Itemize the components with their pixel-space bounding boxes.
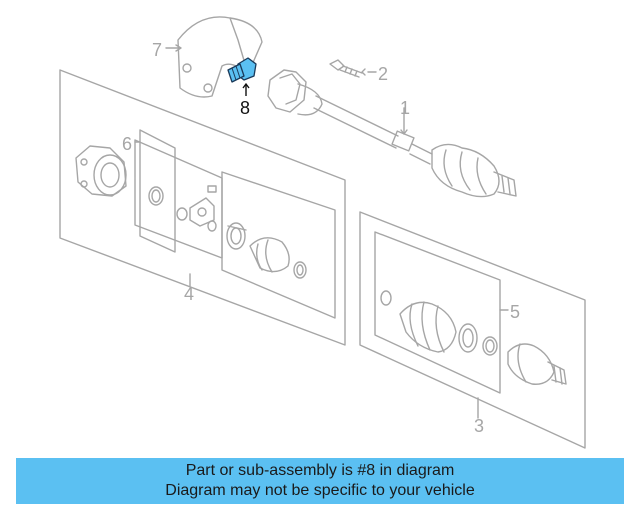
banner-line-disclaimer: Diagram may not be specific to your vehi… xyxy=(165,482,475,499)
info-banner: Part or sub-assembly is #8 in diagram Di… xyxy=(16,458,624,504)
boot-clamp-part-a xyxy=(226,222,247,250)
panel-6-outline xyxy=(134,129,223,259)
circlip-part-b xyxy=(380,290,392,306)
callout-3: 3 xyxy=(474,416,484,436)
callout-4: 4 xyxy=(184,284,194,304)
boot-part-a xyxy=(249,237,290,273)
panel-5-outline xyxy=(374,231,501,394)
bolt-part-2 xyxy=(329,59,377,78)
snap-ring-part xyxy=(482,336,498,356)
boot-clamp-part-c xyxy=(458,323,478,353)
circlip-part-a xyxy=(148,186,164,206)
cv-joint-part xyxy=(507,343,567,385)
boot-part-b xyxy=(399,301,457,353)
drive-shaft-part-1 xyxy=(267,69,517,198)
callout-leaders xyxy=(134,141,509,419)
boot-clamp-part-b xyxy=(293,261,307,279)
banner-line-part-number: Part or sub-assembly is #8 in diagram xyxy=(185,462,455,479)
callout-2: 2 xyxy=(378,64,388,84)
callout-7: 7 xyxy=(152,40,162,60)
hub-flange-part xyxy=(75,145,127,197)
joint-inner-parts xyxy=(176,185,217,232)
callout-6: 6 xyxy=(122,134,132,154)
panel-4-outline xyxy=(59,69,346,346)
panel-boot-kit-outline xyxy=(221,171,336,319)
panel-3-outline xyxy=(359,211,586,449)
callout-5: 5 xyxy=(510,302,520,322)
callout-1: 1 xyxy=(400,98,410,118)
callout-8: 8 xyxy=(240,98,250,118)
bolt-part-8-highlighted[interactable] xyxy=(227,57,257,96)
